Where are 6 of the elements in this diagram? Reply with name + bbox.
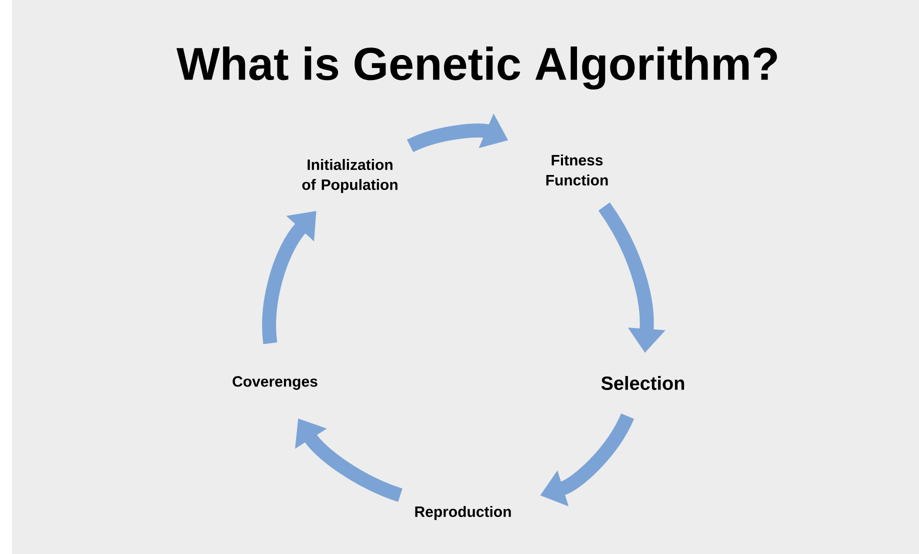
node-label: Fitness Function bbox=[546, 154, 608, 186]
title: What is Genetic Algorithm? bbox=[176, 46, 777, 90]
node-label: Coverenges bbox=[232, 376, 318, 390]
node-label: Reproduction bbox=[415, 506, 511, 520]
node-label: Initialization of Population bbox=[302, 159, 398, 193]
node-label: Selection bbox=[601, 376, 684, 390]
